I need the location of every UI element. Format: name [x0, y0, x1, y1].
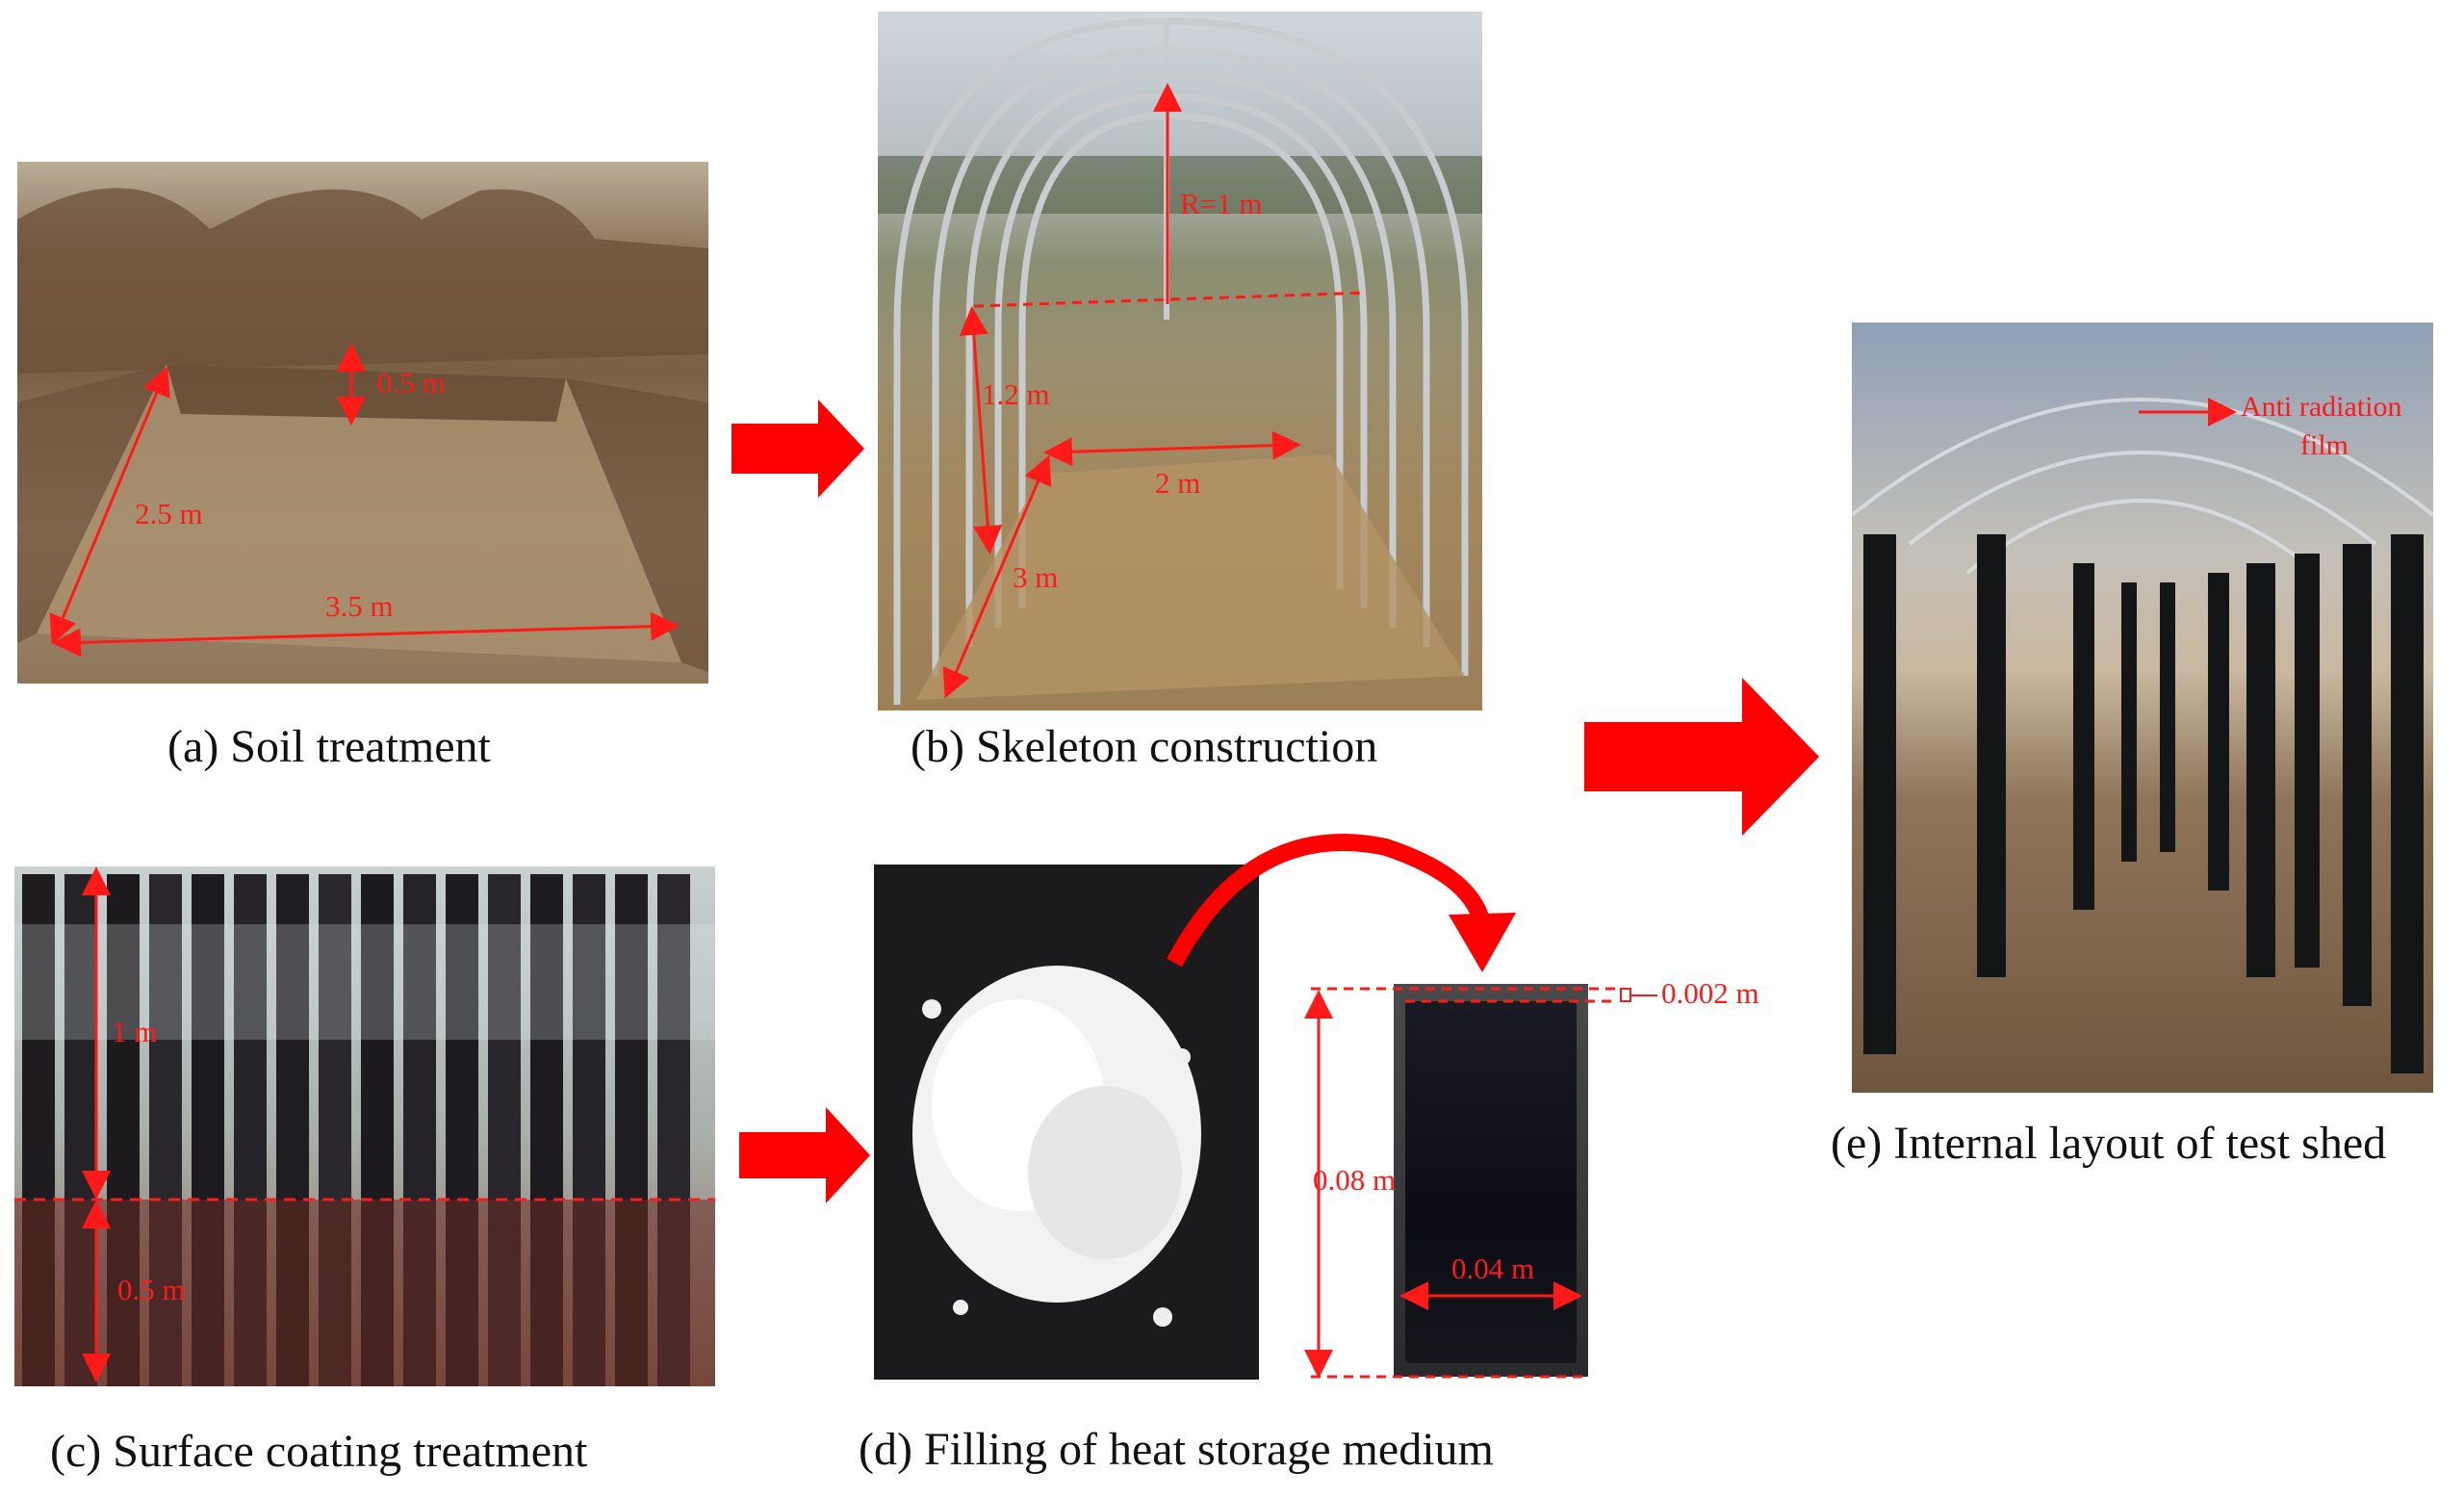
caption-e: (e) Internal layout of test shed — [1831, 1118, 2387, 1169]
pellet-pile-drawing — [912, 966, 1201, 1327]
b-width-arrow — [1043, 430, 1301, 467]
caption-c: (c) Surface coating treatment — [50, 1426, 588, 1477]
flow-arrow-a-to-b — [732, 400, 864, 498]
caption-a: (a) Soil treatment — [167, 721, 491, 772]
shed-interior-drawing — [1852, 398, 2433, 1073]
photo-surface-coating — [14, 866, 715, 1386]
e-film-label-line2: film — [2300, 429, 2348, 461]
caption-b: (b) Skeleton construction — [911, 721, 1378, 772]
d-gap-bracket — [1620, 988, 1631, 1002]
b-radius-label: R=1 m — [1180, 187, 1263, 220]
photo-storage-container — [1394, 984, 1588, 1377]
a-width-arrow — [49, 366, 170, 645]
flow-arrow-c-to-d — [739, 1107, 870, 1203]
c-lower-label: 0.5 m — [117, 1273, 186, 1306]
photo-heat-storage-pellets — [874, 865, 1259, 1380]
coated-posts-drawing — [14, 874, 715, 1386]
b-height-arrow — [959, 306, 1003, 555]
caption-d: (d) Filling of heat storage medium — [859, 1424, 1494, 1475]
greenhouse-frame-drawing — [878, 17, 1482, 705]
b-height-label: 1.2 m — [982, 377, 1050, 411]
c-upper-label: 1 m — [112, 1015, 158, 1048]
a-length-arrow — [52, 611, 680, 658]
flow-arrow-to-e — [1584, 678, 1819, 836]
d-width-label: 0.04 m — [1451, 1252, 1535, 1285]
a-length-label: 3.5 m — [325, 589, 394, 623]
b-baseline-dashed — [973, 291, 1368, 308]
b-length-arrow — [942, 454, 1052, 699]
photo-test-shed-interior — [1852, 323, 2433, 1093]
b-width-label: 2 m — [1155, 466, 1201, 500]
a-width-label: 2.5 m — [135, 497, 203, 530]
d-gap-label: 0.002 m — [1661, 976, 1759, 1010]
curved-fill-arrow — [1167, 834, 1491, 968]
d-height-label: 0.08 m — [1313, 1163, 1397, 1197]
e-film-label-line1: Anti radiation — [2241, 391, 2402, 423]
a-depth-label: 0.5 m — [377, 366, 446, 400]
b-length-label: 3 m — [1013, 560, 1059, 594]
soil-pit-drawing — [17, 188, 708, 672]
curved-fill-arrowhead — [1449, 913, 1516, 972]
